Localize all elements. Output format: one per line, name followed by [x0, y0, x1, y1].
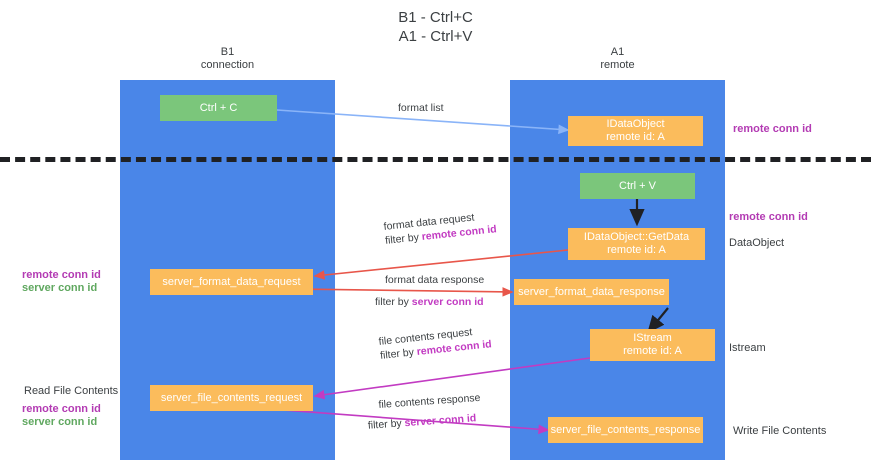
- node-server-format-data-response[interactable]: server_format_data_response: [514, 279, 669, 305]
- edge-label-file-contents-request: file contents request filter by remote c…: [378, 323, 492, 363]
- node-idataobject-getdata[interactable]: IDataObject::GetData remote id: A: [568, 228, 705, 260]
- annotation-left-server-conn-id-bottom: server conn id: [22, 416, 98, 428]
- annotation-left-remote-conn-id-mid: remote conn id: [22, 269, 101, 281]
- node-istream[interactable]: IStream remote id: A: [590, 329, 715, 361]
- annotation-left-remote-conn-id-bottom: remote conn id: [22, 403, 101, 415]
- node-idataobject[interactable]: IDataObject remote id: A: [568, 116, 703, 146]
- node-ctrl-c[interactable]: Ctrl + C: [160, 95, 277, 121]
- node-server-file-contents-request[interactable]: server_file_contents_request: [150, 385, 313, 411]
- annotation-right-write-file-contents: Write File Contents: [733, 425, 827, 437]
- phase-divider: [0, 157, 871, 162]
- edge-label-format-list: format list: [398, 102, 444, 114]
- edge-label-format-data-response-text: format data response: [385, 274, 485, 286]
- annotation-right-remote-conn-id-top: remote conn id: [733, 123, 812, 135]
- edge-label-file-contents-response: file contents response filter by server …: [367, 391, 482, 432]
- edge-label-file-contents-response-text: file contents response: [378, 391, 481, 411]
- annotation-left-server-conn-id-mid: server conn id: [22, 282, 98, 294]
- annotation-right-remote-conn-id-mid: remote conn id: [729, 211, 808, 223]
- edge-label-format-data-response: format data response filter by server co…: [375, 273, 485, 309]
- edge-label-format-data-request: format data request filter by remote con…: [383, 208, 497, 248]
- node-server-format-data-request[interactable]: server_format_data_request: [150, 269, 313, 295]
- annotation-right-istream: Istream: [729, 342, 766, 354]
- lane-b1-header: B1 connection: [200, 46, 255, 71]
- node-ctrl-v[interactable]: Ctrl + V: [580, 173, 695, 199]
- edge-label-file-contents-response-filter: filter by server conn id: [367, 412, 477, 432]
- node-server-file-contents-response[interactable]: server_file_contents_response: [548, 417, 703, 443]
- lane-a1-header: A1 remote: [600, 46, 635, 71]
- edge-label-format-data-response-filter: filter by server conn id: [375, 296, 484, 308]
- annotation-left-read-file-contents: Read File Contents: [24, 385, 119, 397]
- annotation-right-dataobject: DataObject: [729, 237, 785, 249]
- diagram-title: B1 - Ctrl+C A1 - Ctrl+V: [398, 9, 473, 45]
